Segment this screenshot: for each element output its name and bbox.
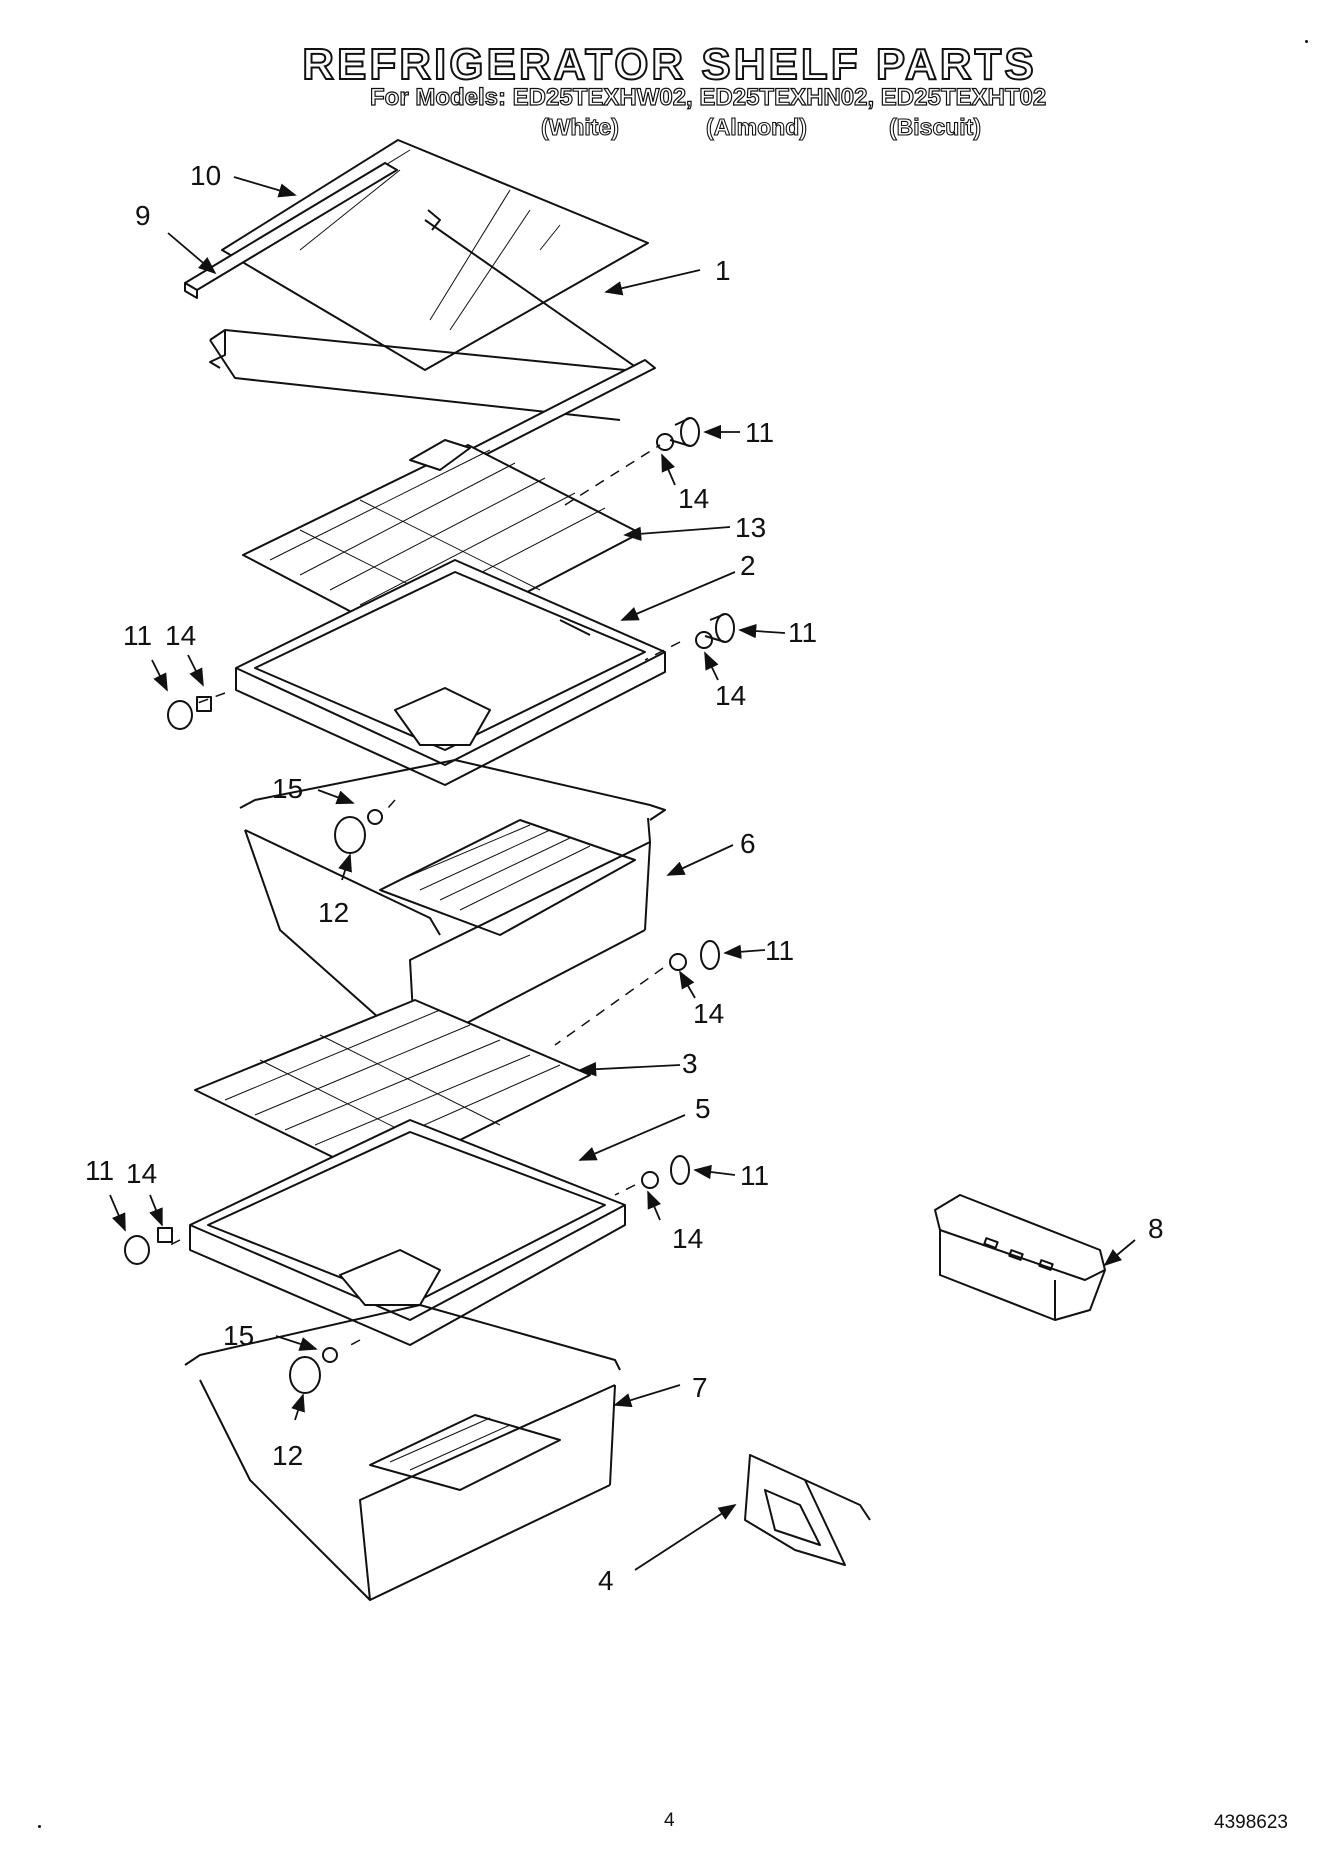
bin-part-8	[934, 1194, 1106, 1321]
roller-part-11-c	[167, 700, 193, 730]
callout-1: 1	[715, 255, 731, 286]
callout-11-c: 11	[123, 620, 152, 651]
shelf-frame-part-1	[209, 209, 656, 479]
shelf-trim-part-9	[184, 162, 398, 299]
callout-11-d: 11	[765, 935, 794, 966]
lower-crisper-frame-part-5	[189, 1119, 626, 1346]
screw-part-15-a	[367, 809, 383, 825]
callout-14-f: 14	[126, 1158, 157, 1189]
callout-14-c: 14	[165, 620, 196, 651]
variant-biscuit: (Biscuit)	[888, 113, 981, 140]
callout-9: 9	[135, 200, 151, 231]
roller-part-11-a	[669, 417, 700, 447]
variant-white: (White)	[540, 113, 619, 140]
callout-14-e: 14	[672, 1223, 703, 1254]
callout-4: 4	[598, 1565, 614, 1596]
callout-11-b: 11	[788, 617, 817, 648]
label-holder-part-4	[744, 1454, 871, 1566]
callout-11-f: 11	[85, 1155, 114, 1186]
upper-crisper-drawer-part-6	[239, 759, 666, 1051]
callout-15-b: 15	[223, 1320, 254, 1351]
roller-part-11-d	[700, 940, 720, 970]
callout-2: 2	[740, 550, 756, 581]
scan-speck	[38, 1825, 41, 1828]
callout-11-e: 11	[740, 1160, 769, 1191]
scan-speck	[1305, 40, 1308, 43]
callout-13: 13	[735, 512, 766, 543]
roller-part-11-e	[670, 1155, 690, 1185]
drawer-stop-part-12-a	[334, 816, 366, 854]
callout-12-b: 12	[272, 1440, 303, 1471]
bushing-part-14-c	[196, 696, 212, 712]
callout-10: 10	[190, 160, 221, 191]
variant-almond: (Almond)	[705, 113, 807, 140]
bushing-part-14-e	[641, 1171, 659, 1189]
callout-14-a: 14	[678, 483, 709, 514]
page-title: REFRIGERATOR SHELF PARTS	[301, 39, 1037, 90]
roller-part-11-f	[124, 1235, 150, 1265]
callout-11-a: 11	[745, 417, 774, 448]
bushing-part-14-b	[695, 631, 713, 649]
callout-14-d: 14	[693, 998, 724, 1029]
drawer-stop-part-12-b	[289, 1356, 321, 1394]
lower-crisper-drawer-part-7	[184, 1304, 621, 1601]
document-number: 4398623	[1214, 1812, 1288, 1833]
callout-14-b: 14	[715, 680, 746, 711]
bushing-part-14-d	[669, 953, 687, 971]
callout-6: 6	[740, 828, 756, 859]
models-line: For Models: ED25TEXHW02, ED25TEXHN02, ED…	[369, 83, 1047, 111]
callout-15-a: 15	[272, 773, 303, 804]
callout-5: 5	[695, 1093, 711, 1124]
callout-3: 3	[682, 1048, 698, 1079]
callout-8: 8	[1148, 1213, 1164, 1244]
callout-12-a: 12	[318, 897, 349, 928]
screw-part-15-b	[322, 1347, 338, 1363]
bushing-part-14-a	[656, 433, 674, 451]
bushing-part-14-f	[157, 1227, 173, 1243]
roller-part-11-b	[704, 613, 735, 643]
callout-7: 7	[692, 1372, 708, 1403]
crisper-frame-part-2	[235, 559, 666, 786]
page-number: 4	[664, 1810, 675, 1831]
